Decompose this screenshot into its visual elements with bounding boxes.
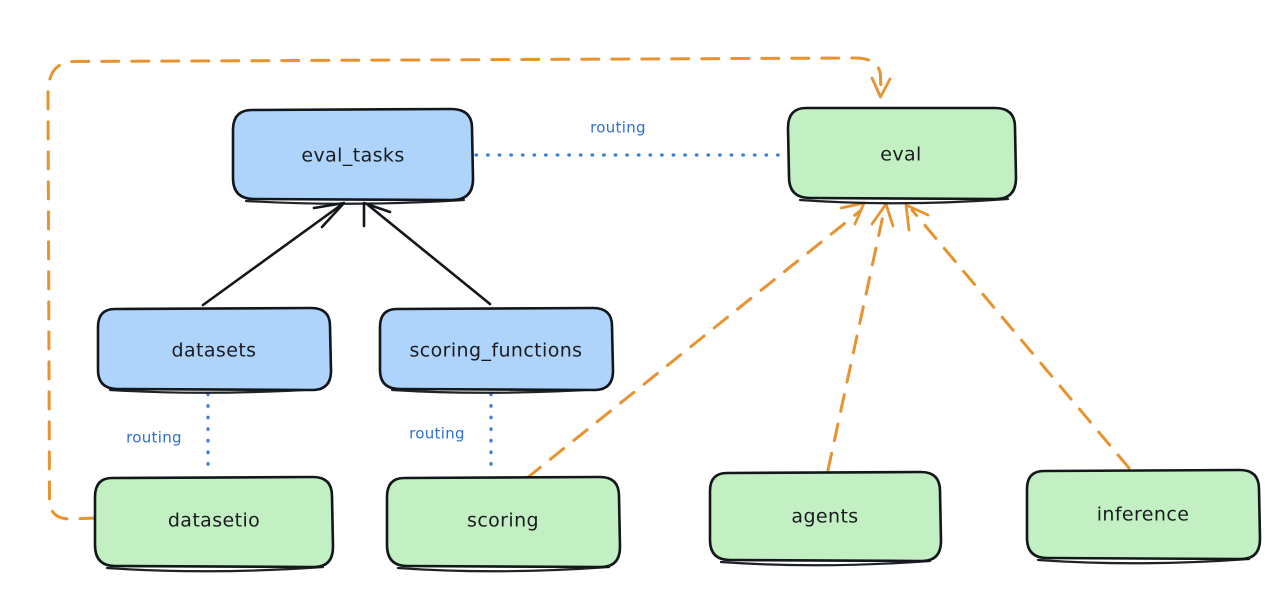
node-datasets[interactable]: datasets (96, 306, 333, 394)
node-scoring-functions[interactable]: scoring_functions (378, 306, 615, 394)
node-scoring[interactable]: scoring (385, 475, 622, 573)
edge-label-routing-scoring: routing (409, 425, 465, 443)
edge-label-routing-datasetio: routing (126, 429, 182, 447)
node-label-datasets: datasets (172, 340, 257, 362)
edge-label-group: routing routing routing (126, 119, 646, 447)
node-label-eval-tasks: eval_tasks (301, 145, 404, 167)
node-label-scoring: scoring (467, 510, 539, 532)
node-eval-tasks[interactable]: eval_tasks (231, 107, 475, 205)
node-label-datasetio: datasetio (168, 510, 260, 532)
edge-inference-to-eval[interactable] (904, 203, 1131, 470)
node-label-inference: inference (1097, 504, 1190, 526)
edge-group-solid-dependencies (201, 201, 492, 307)
edge-agents-to-eval[interactable] (826, 202, 895, 472)
edge-label-routing-eval: routing (590, 119, 646, 137)
node-label-eval: eval (880, 144, 921, 166)
node-label-scoring-functions: scoring_functions (410, 340, 583, 362)
edge-group-dashed-dependencies (46, 56, 1131, 521)
edge-datasets-to-eval-tasks[interactable] (201, 201, 346, 307)
node-eval[interactable]: eval (786, 106, 1018, 205)
edge-datasetio-to-eval[interactable] (46, 56, 892, 521)
node-agents[interactable]: agents (708, 470, 943, 567)
edge-scoring-functions-to-eval-tasks[interactable] (362, 201, 492, 306)
node-label-agents: agents (791, 506, 858, 528)
edge-group-routing (206, 153, 789, 474)
node-inference[interactable]: inference (1025, 468, 1262, 565)
node-datasetio[interactable]: datasetio (93, 475, 335, 573)
